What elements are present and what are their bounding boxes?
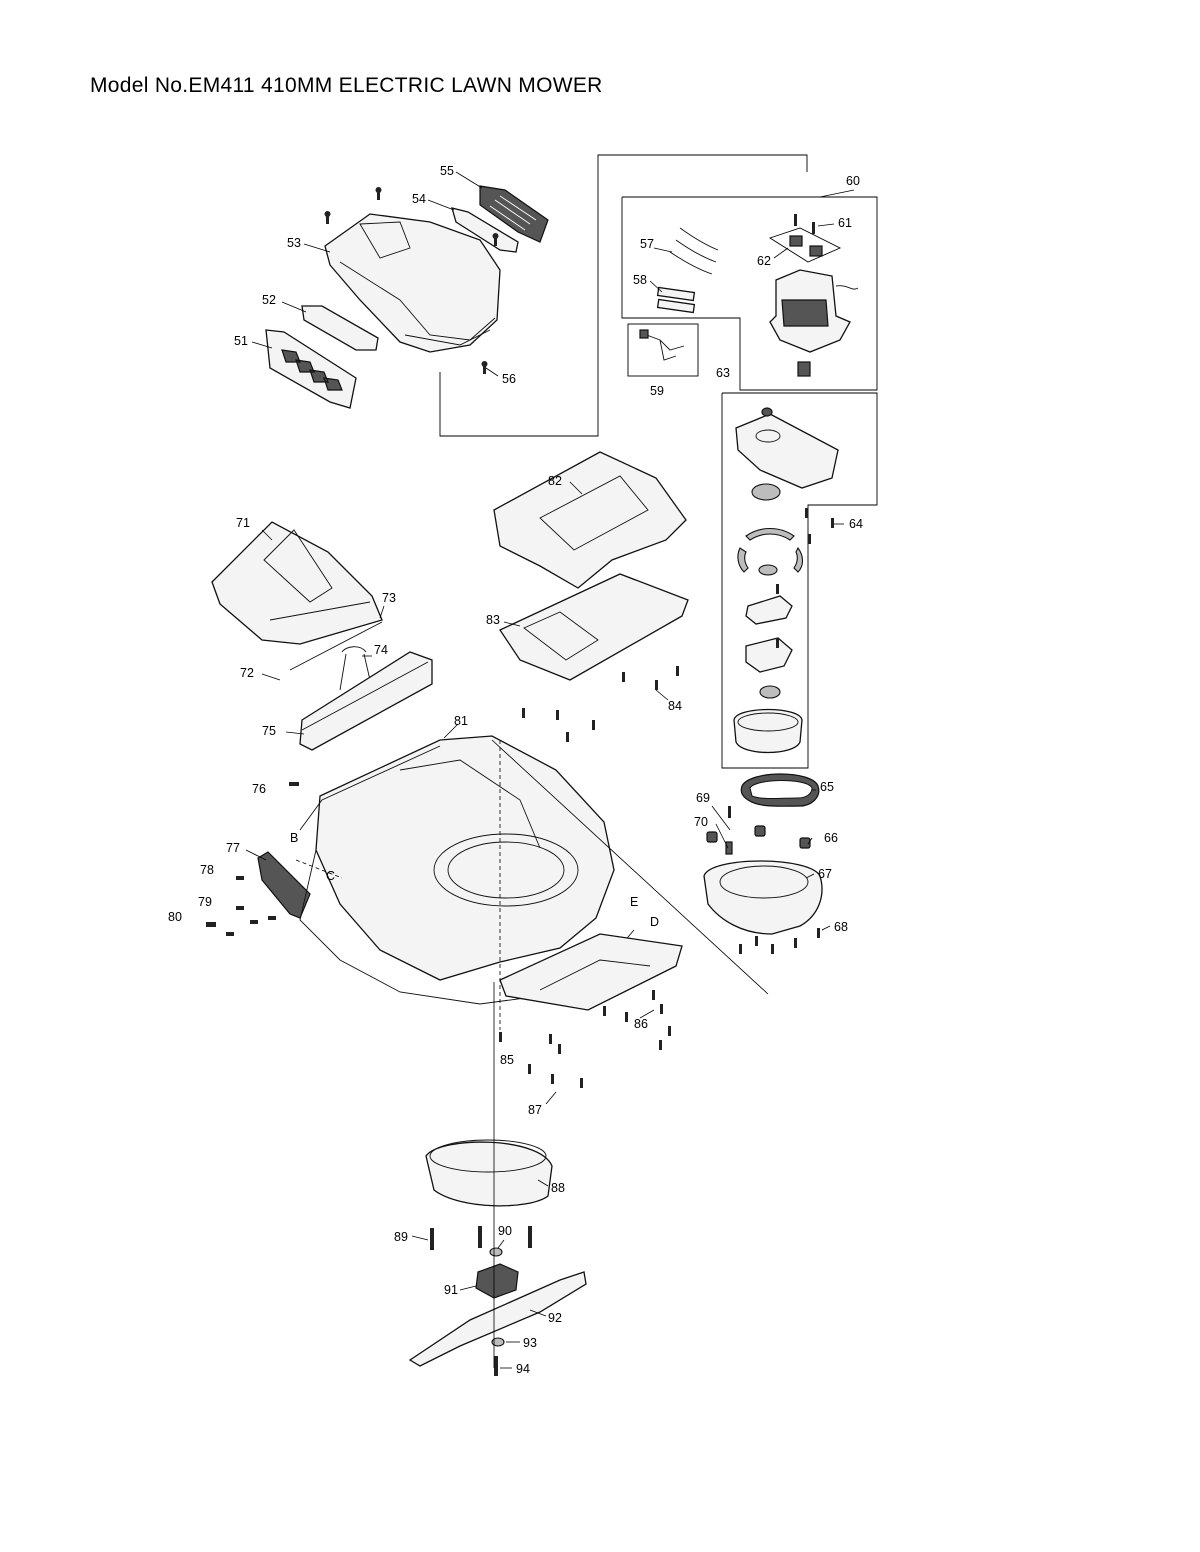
- callout-86: 86: [634, 1017, 648, 1031]
- callout-57: 57: [640, 237, 654, 251]
- routing-lines: [295, 739, 769, 1368]
- height-adjuster-part: [257, 851, 311, 919]
- callout-51: 51: [234, 334, 248, 348]
- callout-63: 63: [716, 366, 730, 380]
- callout-87: 87: [528, 1103, 542, 1117]
- callout-82: 82: [548, 474, 562, 488]
- ref-label-b: B: [290, 831, 298, 845]
- callout-labels: 51 52 53 54 55 56 57 58 59 60 61 62 63 6…: [168, 164, 863, 1376]
- callout-55: 55: [440, 164, 454, 178]
- brush-part: [656, 286, 696, 302]
- handle-base-part: [499, 573, 689, 681]
- gear-part: [745, 595, 793, 625]
- callout-64: 64: [849, 517, 863, 531]
- callout-53: 53: [287, 236, 301, 250]
- callout-62: 62: [757, 254, 771, 268]
- callout-61: 61: [838, 216, 852, 230]
- callout-94: 94: [516, 1362, 530, 1376]
- callout-75: 75: [262, 724, 276, 738]
- bearing-part: [751, 483, 781, 501]
- callout-71: 71: [236, 516, 250, 530]
- gear-housing-part: [745, 637, 793, 673]
- deck-group: [289, 735, 683, 1088]
- callout-93: 93: [523, 1336, 537, 1350]
- grille-plate-part: [479, 185, 549, 243]
- callout-84: 84: [668, 699, 682, 713]
- blade-group: [408, 1139, 587, 1376]
- top-cover-group: [265, 185, 549, 409]
- rear-flap-group: [206, 521, 433, 936]
- pulley-housing-group: [703, 806, 823, 954]
- pulley-housing-part: [703, 860, 823, 935]
- ref-label-d: D: [650, 915, 659, 929]
- callout-52: 52: [262, 293, 276, 307]
- callout-67: 67: [818, 867, 832, 881]
- rear-flap-part: [299, 651, 433, 751]
- page-title: Model No.EM411 410MM ELECTRIC LAWN MOWER: [90, 74, 603, 97]
- gearbox-group: [733, 407, 839, 807]
- callout-91: 91: [444, 1283, 458, 1297]
- callout-69: 69: [696, 791, 710, 805]
- leader-lines: [245, 171, 855, 1369]
- handle-base-group: [493, 451, 689, 742]
- callout-81: 81: [454, 714, 468, 728]
- blade-guard-part: [425, 1141, 553, 1207]
- mower-deck-part: [315, 735, 615, 981]
- callout-70: 70: [694, 815, 708, 829]
- brush-holder-part: [789, 235, 803, 247]
- motor-group: [639, 214, 859, 377]
- callout-72: 72: [240, 666, 254, 680]
- side-strip-part-2: [301, 305, 379, 351]
- ref-label-c: C: [326, 869, 335, 883]
- rear-cover-part: [211, 521, 383, 645]
- rear-rod-part: [289, 621, 383, 671]
- switch-wire-part: [643, 333, 685, 361]
- spring-part: [339, 646, 371, 691]
- callout-66: 66: [824, 831, 838, 845]
- callout-54: 54: [412, 192, 426, 206]
- gearbox-plate-part: [735, 413, 839, 489]
- callout-90: 90: [498, 1224, 512, 1238]
- callout-77: 77: [226, 841, 240, 855]
- blade-part: [408, 1271, 587, 1367]
- callout-76: 76: [252, 782, 266, 796]
- callout-58: 58: [633, 273, 647, 287]
- callout-88: 88: [551, 1181, 565, 1195]
- handle-cover-part: [493, 451, 687, 589]
- callout-60: 60: [846, 174, 860, 188]
- callout-65: 65: [820, 780, 834, 794]
- callout-56: 56: [502, 372, 516, 386]
- assembly-frames: [439, 154, 878, 769]
- callout-85: 85: [500, 1053, 514, 1067]
- upper-cover-part: [324, 213, 501, 353]
- callout-78: 78: [200, 863, 214, 877]
- side-strip-part: [451, 207, 519, 253]
- callout-83: 83: [486, 613, 500, 627]
- callout-59: 59: [650, 384, 664, 398]
- callout-73: 73: [382, 591, 396, 605]
- ref-label-e: E: [630, 895, 638, 909]
- callout-92: 92: [548, 1311, 562, 1325]
- callout-74: 74: [374, 643, 388, 657]
- callout-80: 80: [168, 910, 182, 924]
- chute-plate-part: [499, 933, 683, 1011]
- blade-adapter-part: [475, 1263, 519, 1299]
- callout-68: 68: [834, 920, 848, 934]
- callout-79: 79: [198, 895, 212, 909]
- callout-89: 89: [394, 1230, 408, 1244]
